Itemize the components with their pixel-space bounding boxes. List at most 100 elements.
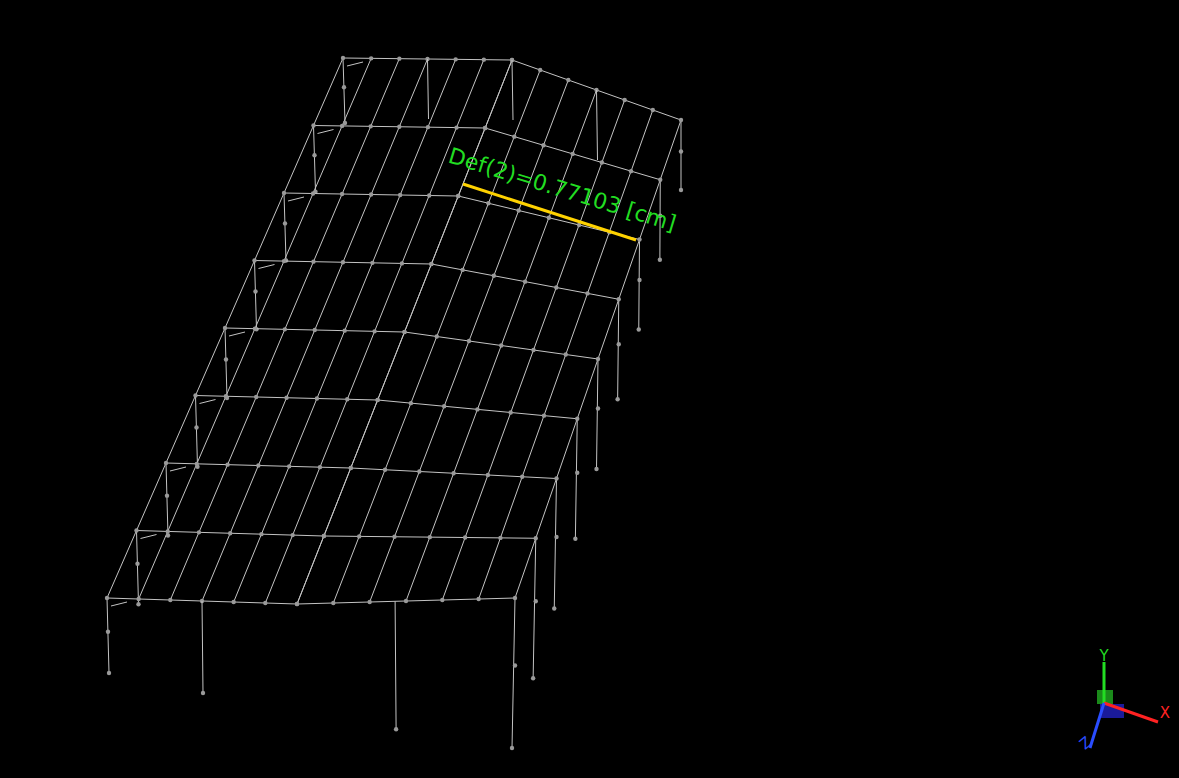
joint-dot — [295, 602, 299, 606]
joint-dot — [554, 285, 558, 289]
joint-dot — [254, 395, 258, 399]
haunch-line — [200, 400, 216, 404]
joint-dot — [594, 467, 598, 471]
joint-dot — [564, 352, 568, 356]
rafter-line — [225, 328, 405, 332]
haunch-line — [170, 467, 186, 471]
joint-dot — [429, 262, 433, 266]
joint-dot — [197, 530, 201, 534]
column-line — [284, 193, 286, 261]
joint-dot — [679, 118, 683, 122]
joint-dot — [287, 464, 291, 468]
rafter-line — [431, 264, 618, 299]
joint-dot — [570, 152, 574, 156]
joint-dot — [554, 535, 558, 539]
rafter-line — [314, 126, 486, 129]
joint-dot — [223, 326, 227, 330]
joint-dot — [375, 398, 379, 402]
joint-dot — [513, 596, 517, 600]
joint-dot — [483, 126, 487, 130]
joint-dot — [509, 410, 513, 414]
joint-dot — [615, 397, 619, 401]
purlin-line — [139, 58, 371, 599]
column-line — [166, 463, 168, 536]
purlin-line — [202, 59, 428, 601]
joint-dot — [492, 274, 496, 278]
joint-dot — [375, 398, 379, 402]
joint-dot — [342, 85, 346, 89]
joint-dot — [283, 327, 287, 331]
purlin-line — [297, 60, 512, 604]
joint-dot — [369, 124, 373, 128]
joint-dot — [534, 536, 538, 540]
joint-dot — [340, 124, 344, 128]
column-line — [343, 58, 345, 123]
joint-dot — [453, 57, 457, 61]
joint-dot — [253, 326, 257, 330]
axis-label: Y — [1099, 649, 1108, 664]
joint-dot — [136, 597, 140, 601]
column-line — [575, 419, 577, 539]
joint-dot — [369, 192, 373, 196]
joint-dot — [134, 528, 138, 532]
interior-column — [202, 601, 203, 693]
joint-dot — [429, 262, 433, 266]
joint-dot — [253, 289, 257, 293]
joint-dot — [397, 56, 401, 60]
interior-column — [395, 601, 396, 729]
column-line — [137, 531, 139, 605]
joint-dot — [168, 598, 172, 602]
joint-dot — [679, 188, 683, 192]
rafter-line — [284, 193, 458, 196]
joint-dot — [679, 149, 683, 153]
joint-dot — [136, 602, 140, 606]
joint-dot — [585, 291, 589, 295]
purlin-line — [265, 60, 484, 603]
joint-dot — [629, 169, 633, 173]
joint-dot — [617, 342, 621, 346]
joint-dot — [164, 461, 168, 465]
joint-dot — [617, 297, 621, 301]
joint-dot — [225, 462, 229, 466]
haunch-line — [347, 62, 363, 66]
joint-dot — [372, 329, 376, 333]
column-line — [618, 299, 619, 399]
joint-dot — [312, 153, 316, 157]
joint-dot — [252, 258, 256, 262]
joint-dot — [547, 216, 551, 220]
purlin-line — [297, 60, 512, 604]
haunch-line — [288, 197, 304, 201]
joint-dot — [513, 663, 517, 667]
column-line — [225, 328, 227, 398]
interior-column — [512, 60, 513, 120]
joint-dot — [315, 396, 319, 400]
joint-dot — [311, 191, 315, 195]
joint-dot — [282, 259, 286, 263]
joint-dot — [456, 194, 460, 198]
joint-dot — [290, 533, 294, 537]
purlin-line — [234, 59, 456, 602]
joint-dot — [349, 466, 353, 470]
joint-dot — [398, 193, 402, 197]
haunch-line — [318, 130, 334, 134]
joint-dot — [224, 394, 228, 398]
joint-dot — [193, 393, 197, 397]
joint-dot — [341, 260, 345, 264]
joint-dot — [516, 208, 520, 212]
joint-dot — [259, 532, 263, 536]
joint-dot — [283, 221, 287, 225]
column-line — [107, 598, 109, 673]
joint-dot — [313, 328, 317, 332]
joint-dot — [409, 401, 413, 405]
joint-dot — [600, 160, 604, 164]
joint-dot — [534, 599, 538, 603]
joint-dot — [510, 746, 514, 750]
joint-dot — [541, 143, 545, 147]
joint-dot — [340, 192, 344, 196]
joint-dot — [311, 259, 315, 263]
joint-dot — [476, 597, 480, 601]
joint-dot — [201, 691, 205, 695]
joint-dot — [554, 476, 558, 480]
haunch-line — [141, 535, 157, 539]
